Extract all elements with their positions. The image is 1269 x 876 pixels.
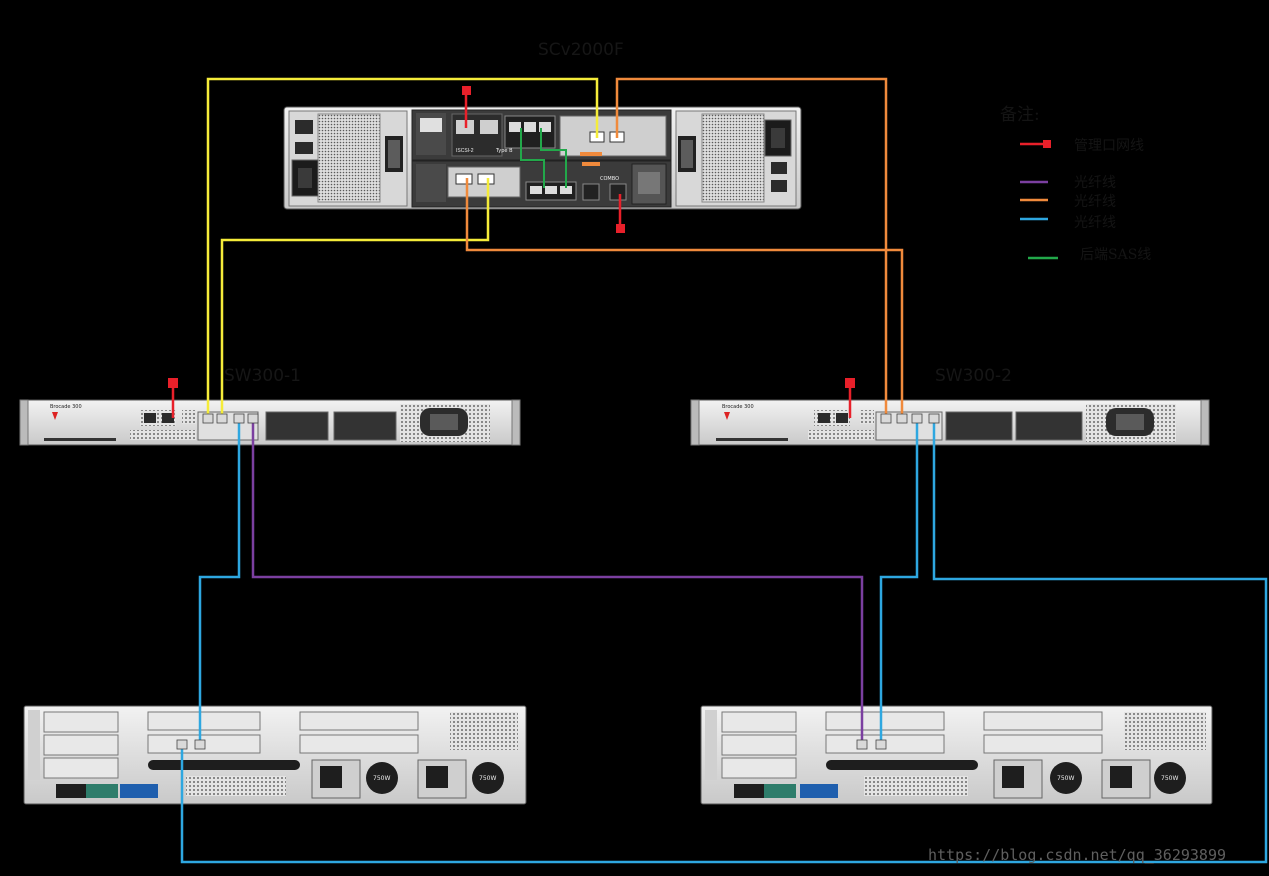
server2-psu2-label: 750W xyxy=(1161,775,1178,782)
storage-ctrl-bottom-label: COMBO xyxy=(600,176,619,182)
storage-psu-right xyxy=(675,110,797,207)
cable-blue-3 xyxy=(180,418,1268,864)
cable-orange-1 xyxy=(615,77,888,418)
legend-item-purple: 光纤线 xyxy=(1074,175,1116,191)
switch-sw300-2: Brocade 300 xyxy=(690,399,1210,446)
switch-sw300-1: Brocade 300 xyxy=(19,399,521,446)
storage-ctrl-top-label: ISCSI-2 xyxy=(456,148,474,154)
cable-sas-2 xyxy=(540,128,567,188)
server1-psu2-label: 750W xyxy=(479,775,496,782)
server-2: 750W 750W xyxy=(700,705,1213,805)
switch2-brand: Brocade 300 xyxy=(722,404,754,410)
storage-psu-left xyxy=(288,110,408,207)
legend-title: 备注: xyxy=(1000,105,1040,125)
cable-blue-2 xyxy=(879,418,919,744)
storage-controller-top: ISCSI-2 Type B xyxy=(411,109,672,161)
cable-orange-2 xyxy=(465,178,904,418)
storage-array: ISCSI-2 Type B COMBO xyxy=(283,106,802,210)
port-caps xyxy=(176,413,940,750)
switch1-title: SW300-1 xyxy=(224,366,301,386)
server2-psu1-label: 750W xyxy=(1057,775,1074,782)
cables xyxy=(171,77,1268,864)
switch1-brand: Brocade 300 xyxy=(50,404,82,410)
server1-psu1-label: 750W xyxy=(373,775,390,782)
cable-yellow-1 xyxy=(206,77,599,418)
storage-title: SCv2000F xyxy=(538,40,624,60)
legend-swatches xyxy=(1020,140,1058,260)
server-1: 750W 750W xyxy=(23,705,527,805)
cable-yellow-2 xyxy=(220,178,490,418)
cable-sas-1 xyxy=(520,128,545,188)
legend-swatch-mgmt xyxy=(1020,140,1051,148)
watermark: https://blog.csdn.net/qq_36293899 xyxy=(928,846,1227,864)
brocade-logo-icon xyxy=(724,412,730,420)
brocade-logo-icon xyxy=(52,412,58,420)
storage-controller-bottom: COMBO xyxy=(411,160,672,208)
legend-item-sas: 后端SAS线 xyxy=(1080,247,1152,263)
legend-item-blue: 光纤线 xyxy=(1074,215,1116,231)
mgmt-endpoints xyxy=(168,86,855,388)
storage-ctrl-top-type: Type B xyxy=(495,148,513,154)
legend-item-orange: 光纤线 xyxy=(1074,194,1116,210)
cable-blue-1 xyxy=(198,418,241,744)
switch2-title: SW300-2 xyxy=(935,366,1012,386)
cable-purple-1 xyxy=(251,418,864,744)
legend-item-mgmt: 管理口网线 xyxy=(1074,138,1144,154)
